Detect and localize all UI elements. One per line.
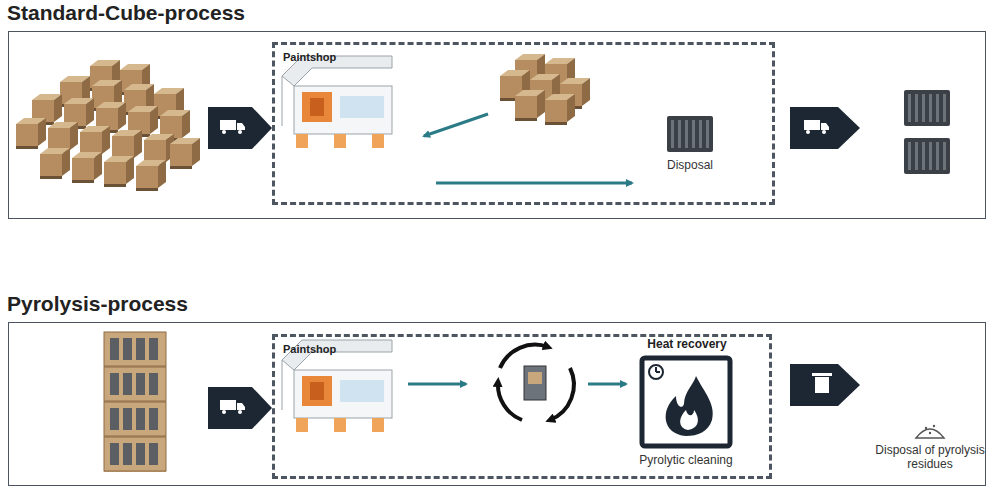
area-label: Paintshop <box>283 343 336 355</box>
paintshop-box: Paintshop <box>272 42 775 205</box>
process-heading: Standard-Cube-process <box>7 1 245 25</box>
process-heading: Pyrolysis-process <box>7 292 188 316</box>
icon-label: Heat recovery <box>632 337 742 351</box>
icon-label: Pyrolytic cleaning <box>620 453 752 467</box>
icon-label: Disposal <box>652 158 728 172</box>
area-label: Paintshop <box>283 51 336 63</box>
icon-label: Disposal of pyrolysis residues <box>872 443 988 472</box>
process-panel: Pyrolysis-processPaintshop <box>8 322 986 486</box>
process-panel: Standard-Cube-processPaintshop <box>8 31 986 219</box>
